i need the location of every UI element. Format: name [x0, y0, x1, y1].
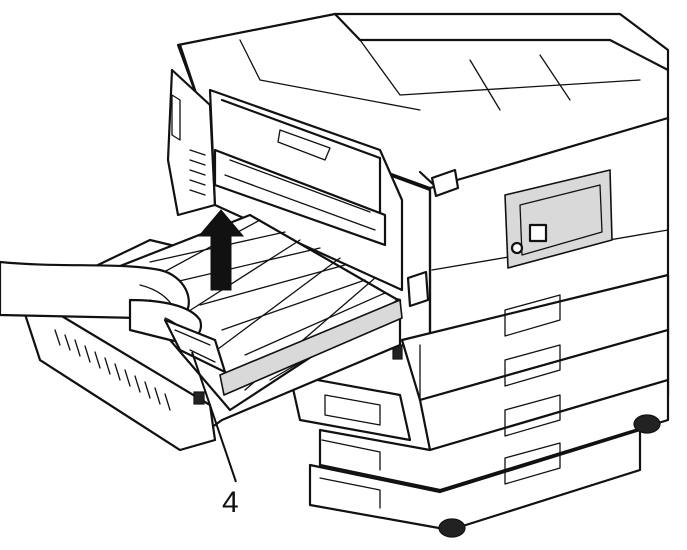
callout-label: 4: [222, 486, 239, 519]
caster-wheel: [633, 414, 661, 434]
up-arrow-icon: [197, 209, 245, 291]
callout-leader-line: [191, 351, 237, 483]
power-icon: [510, 241, 524, 255]
caster-wheel: [438, 518, 466, 538]
control-panel-icon: [504, 169, 613, 269]
printer-left-side: [166, 68, 217, 217]
fuser-lever: [163, 318, 227, 374]
paper-trays: [288, 273, 670, 538]
printer-inner-cavity: [208, 88, 404, 292]
